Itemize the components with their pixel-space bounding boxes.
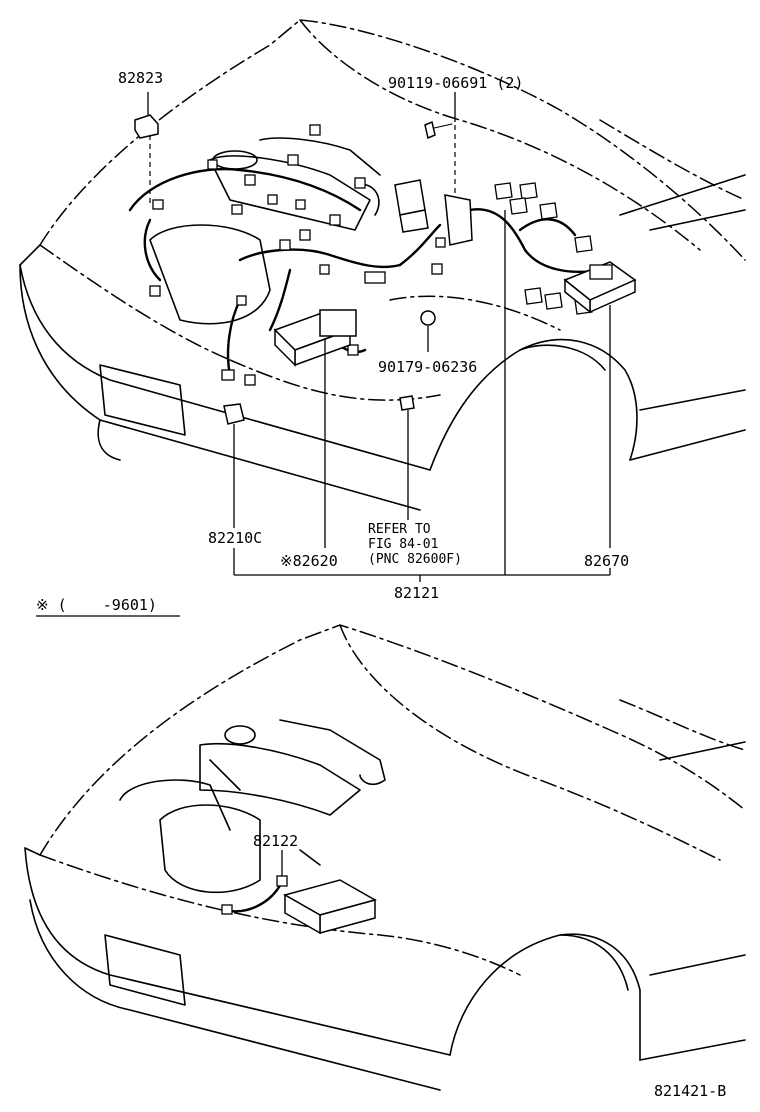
- label-pnc-82600f: (PNC 82600F): [368, 552, 462, 567]
- label-fig-84-01: FIG 84-01: [368, 537, 438, 552]
- figure-code: 821421-B: [654, 1082, 726, 1100]
- label-82121: 82121: [394, 584, 439, 602]
- applicability-note: ※ ( -9601): [36, 596, 157, 614]
- label-82670: 82670: [584, 552, 629, 570]
- bottom-car-body: [24, 624, 746, 1091]
- top-car-body: [19, 19, 746, 511]
- label-82210c: 82210C: [208, 529, 262, 547]
- label-82122: 82122: [253, 832, 298, 850]
- label-90119-06691: 90119-06691 (2): [388, 74, 523, 92]
- label-refer-to: REFER TO: [368, 522, 431, 537]
- label-82620: ※82620: [280, 552, 338, 570]
- part-labels: 82823 90119-06691 (2) 90179-06236 82210C…: [36, 69, 726, 1100]
- label-90179-06236: 90179-06236: [378, 358, 477, 376]
- top-leader-lines: [36, 92, 611, 617]
- label-82823: 82823: [118, 69, 163, 87]
